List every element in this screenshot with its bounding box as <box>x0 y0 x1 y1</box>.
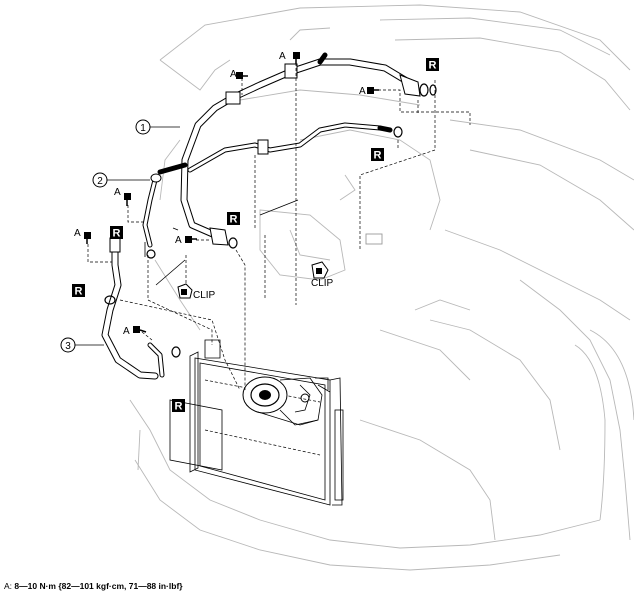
torque-label-a: A <box>123 326 130 337</box>
torque-label-a: A <box>74 228 81 239</box>
vehicle-body-outline <box>129 4 634 571</box>
pointer-lines <box>74 126 299 346</box>
svg-text:R: R <box>230 214 238 226</box>
hose-1-suction <box>180 52 437 249</box>
svg-text:R: R <box>374 150 382 162</box>
svg-text:2: 2 <box>97 176 103 187</box>
callout-2: 2 <box>92 172 108 188</box>
svg-text:3: 3 <box>65 341 71 352</box>
bolt-icon <box>236 72 248 79</box>
svg-text:R: R <box>113 228 121 240</box>
callout-3: 3 <box>60 337 76 353</box>
svg-text:R: R <box>429 60 437 72</box>
bolt-icon <box>133 326 147 333</box>
clip-label: CLIP <box>193 290 216 301</box>
clip-icon <box>177 283 193 299</box>
bolt-icon <box>293 52 300 64</box>
torque-label-a: A <box>114 187 121 198</box>
replace-box: R <box>110 226 123 240</box>
hose-3-discharge <box>101 237 181 380</box>
torque-note-value: 8—10 N·m {82—101 kgf·cm, 71—88 in·lbf} <box>14 581 183 591</box>
replace-boxes: R R R R R R <box>72 58 439 413</box>
high-pressure-pipe <box>187 122 403 173</box>
pipe-2-liquid <box>142 162 188 259</box>
torque-label-a: A <box>230 69 237 80</box>
condenser <box>169 339 344 506</box>
callout-1: 1 <box>135 119 151 135</box>
bolt-icon <box>84 232 91 244</box>
replace-box: R <box>172 399 185 413</box>
svg-text:R: R <box>75 286 83 298</box>
bolt-icon <box>367 87 379 94</box>
svg-text:R: R <box>175 401 183 413</box>
replace-box: R <box>371 148 384 162</box>
clip-label: CLIP <box>311 278 334 289</box>
bolt-icon <box>185 236 197 243</box>
torque-note-prefix: A: <box>4 581 15 591</box>
torque-label-a: A <box>359 86 366 97</box>
torque-labels: A A A A A A A <box>74 51 366 337</box>
torque-label-a: A <box>175 235 182 246</box>
svg-text:1: 1 <box>140 123 146 134</box>
replace-box: R <box>426 58 439 72</box>
bolt-icon <box>124 193 131 206</box>
torque-specification-note: A: 8—10 N·m {82—101 kgf·cm, 71—88 in·lbf… <box>4 581 183 591</box>
clip-icon <box>311 261 329 279</box>
ac-compressor <box>242 376 331 426</box>
replace-box: R <box>227 212 240 226</box>
torque-label-a: A <box>279 51 286 62</box>
replace-box: R <box>72 284 85 298</box>
leader-lines <box>87 63 471 391</box>
clips <box>177 261 329 299</box>
